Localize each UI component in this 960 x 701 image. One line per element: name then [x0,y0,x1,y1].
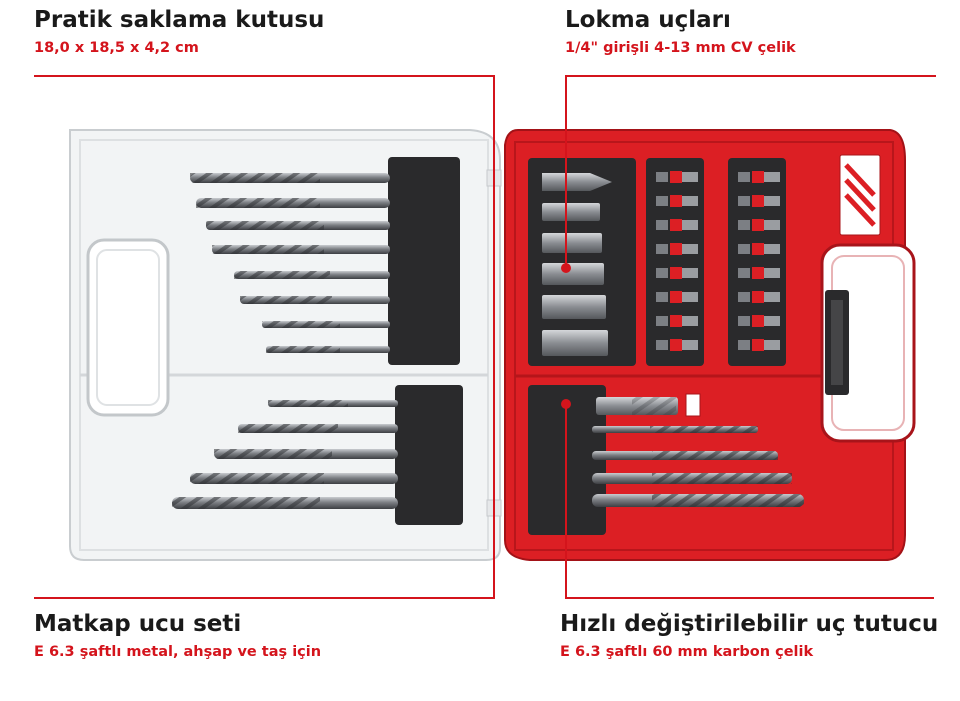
screw-bit [656,219,698,231]
drill-bit [238,424,398,433]
drill-bit [592,426,758,433]
drill-bit [268,400,398,407]
drill-bit [592,451,778,460]
drill-bit [212,245,390,254]
screw-bit [656,171,698,183]
callout-title: Lokma uçları [565,7,731,33]
clear-lid [69,129,502,561]
screw-bit [656,339,698,351]
callout-subtitle: 18,0 x 18,5 x 4,2 cm [34,40,199,56]
leader-dot-socket [561,263,571,273]
screw-bit [738,291,780,303]
drill-bit [240,296,390,304]
drill-bit [196,198,390,208]
callout-title: Pratik saklama kutusu [34,7,325,33]
drill-bit [262,321,390,328]
callout-title: Matkap ucu seti [34,611,242,637]
sockets [542,173,612,356]
screw-bit [738,243,780,255]
drill-bit [190,173,390,183]
leader-line-socket-bits [565,75,936,266]
callout-drill-set: Matkap ucu seti E 6.3 şaftlı metal, ahşa… [34,610,334,662]
screw-bit [738,195,780,207]
callout-storage-box: Pratik saklama kutusu 18,0 x 18,5 x 4,2 … [34,6,324,58]
screw-bit [738,267,780,279]
leader-line-drill-set [34,180,495,599]
socket [542,295,606,319]
screw-bit [738,339,780,351]
screw-bit [656,291,698,303]
screw-bit [656,243,698,255]
screw-bit [656,267,698,279]
drill-bit [172,497,398,509]
leader-dot-holder [561,399,571,409]
callout-title: Hızlı değiştirilebilir uç tutucu [560,611,939,637]
screw-bit [738,219,780,231]
socket [542,173,612,191]
callout-subtitle: 1/4" girişli 4-13 mm CV çelik [565,40,796,56]
quick-change-bit-holder [596,397,678,415]
drill-insert-bottom [395,385,463,525]
screw-bit [656,315,698,327]
callout-socket-bits: Lokma uçları 1/4" girişli 4-13 mm CV çel… [565,6,796,58]
drill-bit [592,473,792,484]
drill-bit [206,221,390,230]
lid-handle [86,238,170,417]
drill-bit [234,271,390,279]
lid-drill-bits [172,173,398,509]
screw-bit [738,315,780,327]
holder-label-icon [685,393,701,417]
socket [542,263,604,285]
socket [542,203,600,221]
callout-subtitle: E 6.3 şaftlı metal, ahşap ve taş için [34,644,322,660]
callout-subtitle: E 6.3 şaftlı 60 mm karbon çelik [560,644,814,660]
screw-bit-insert-1 [646,158,704,366]
socket [542,330,608,356]
drill-bit [592,494,804,507]
drill-bit [214,449,398,459]
callout-lines [34,75,936,599]
socket [542,233,602,253]
screw-bit [738,171,780,183]
leader-line-bit-holder [565,404,934,599]
drill-insert-top [388,157,460,365]
screw-bit-insert-2 [728,158,786,366]
screw-bits [656,171,780,351]
base-drill-bits [592,393,804,507]
callout-bit-holder: Hızlı değiştirilebilir uç tutucu E 6.3 ş… [560,610,938,662]
drill-bit [266,346,390,353]
drill-bit [190,473,398,484]
screw-bit [656,195,698,207]
